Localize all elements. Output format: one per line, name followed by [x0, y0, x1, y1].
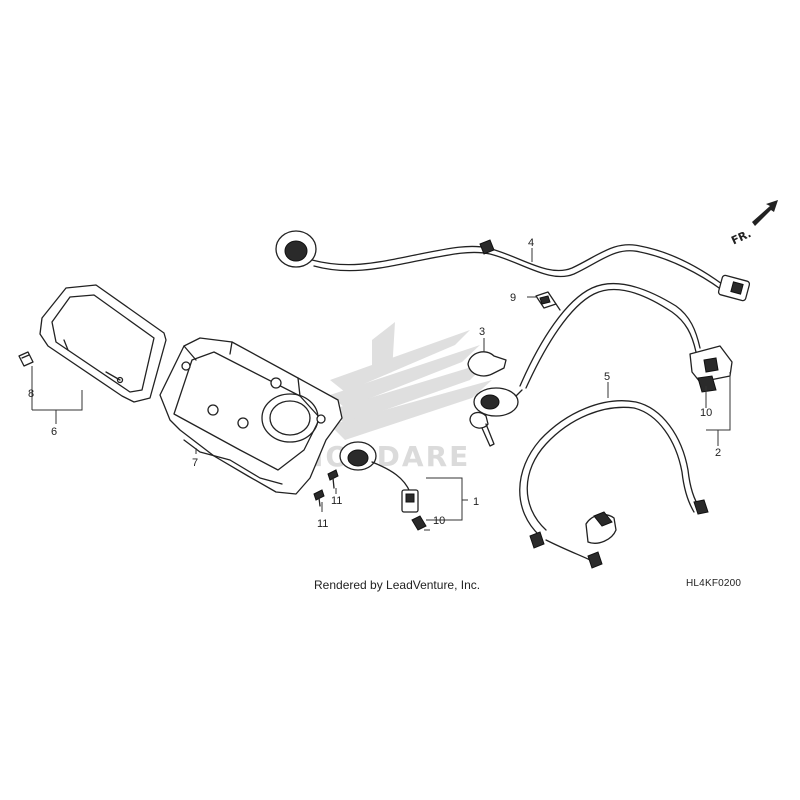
front-indicator-label: FR. — [729, 227, 753, 247]
callout-8: 8 — [28, 388, 34, 400]
callout-4: 4 — [528, 237, 534, 249]
harness-clamp-part — [535, 291, 561, 311]
meter-cover-part — [39, 284, 167, 403]
callout-10-right: 10 — [700, 407, 712, 419]
clip-part — [18, 351, 34, 367]
meter-case-part — [159, 337, 343, 495]
leader-lines — [31, 248, 731, 531]
sub-harness-part — [339, 441, 427, 531]
callout-1: 1 — [473, 496, 479, 508]
wire-harness-part — [275, 230, 751, 302]
callout-10-left: 10 — [433, 515, 445, 527]
watermark-logo: HONDARE — [300, 322, 492, 473]
callout-7: 7 — [192, 457, 198, 469]
screw-part-upper — [327, 469, 339, 489]
callout-11-upper: 11 — [331, 495, 342, 507]
main-harness-part — [519, 282, 733, 393]
callout-5: 5 — [604, 371, 610, 383]
front-arrow-icon: FR. — [729, 200, 778, 247]
callout-9: 9 — [510, 292, 516, 304]
callout-11-lower: 11 — [317, 518, 328, 530]
diagram-code-label: HL4KF0200 — [686, 578, 742, 589]
ignition-switch-part — [467, 351, 523, 447]
callout-6: 6 — [51, 426, 57, 438]
rendered-by-credit: Rendered by LeadVenture, Inc. — [314, 578, 481, 592]
callout-3: 3 — [479, 326, 485, 338]
callout-2: 2 — [715, 447, 721, 459]
screw-part-lower — [313, 489, 325, 507]
handlebar-switch-harness-part — [519, 400, 709, 569]
